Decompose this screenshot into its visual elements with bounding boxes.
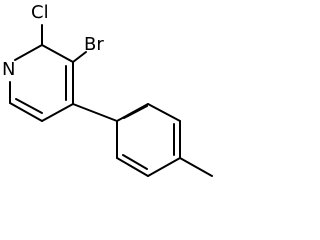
bond-c4-c5 <box>41 103 74 122</box>
bromine-atom-label: Br <box>84 34 104 55</box>
bond-n-c2 <box>14 44 43 61</box>
bond-aryl-4-5 <box>147 157 181 177</box>
bond-aryl-1-2-inner <box>123 105 148 119</box>
bond-aryl-2-3 <box>147 103 181 122</box>
bond-c3-br <box>72 51 87 63</box>
bond-aryl-methyl <box>179 157 213 177</box>
chemical-structure-diagram: N Cl Br <box>2 2 213 177</box>
bond-aryl-5-6-inner <box>122 154 148 170</box>
bond-aryl-5-6 <box>116 157 149 177</box>
bond-c5-c6-inner <box>15 98 43 114</box>
chlorine-atom-label: Cl <box>31 2 49 23</box>
nitrogen-atom-label: N <box>2 59 15 80</box>
bond-c2-c3 <box>41 44 74 63</box>
bond-c5-c6 <box>9 102 43 122</box>
bond-c4-aryl <box>72 103 118 122</box>
